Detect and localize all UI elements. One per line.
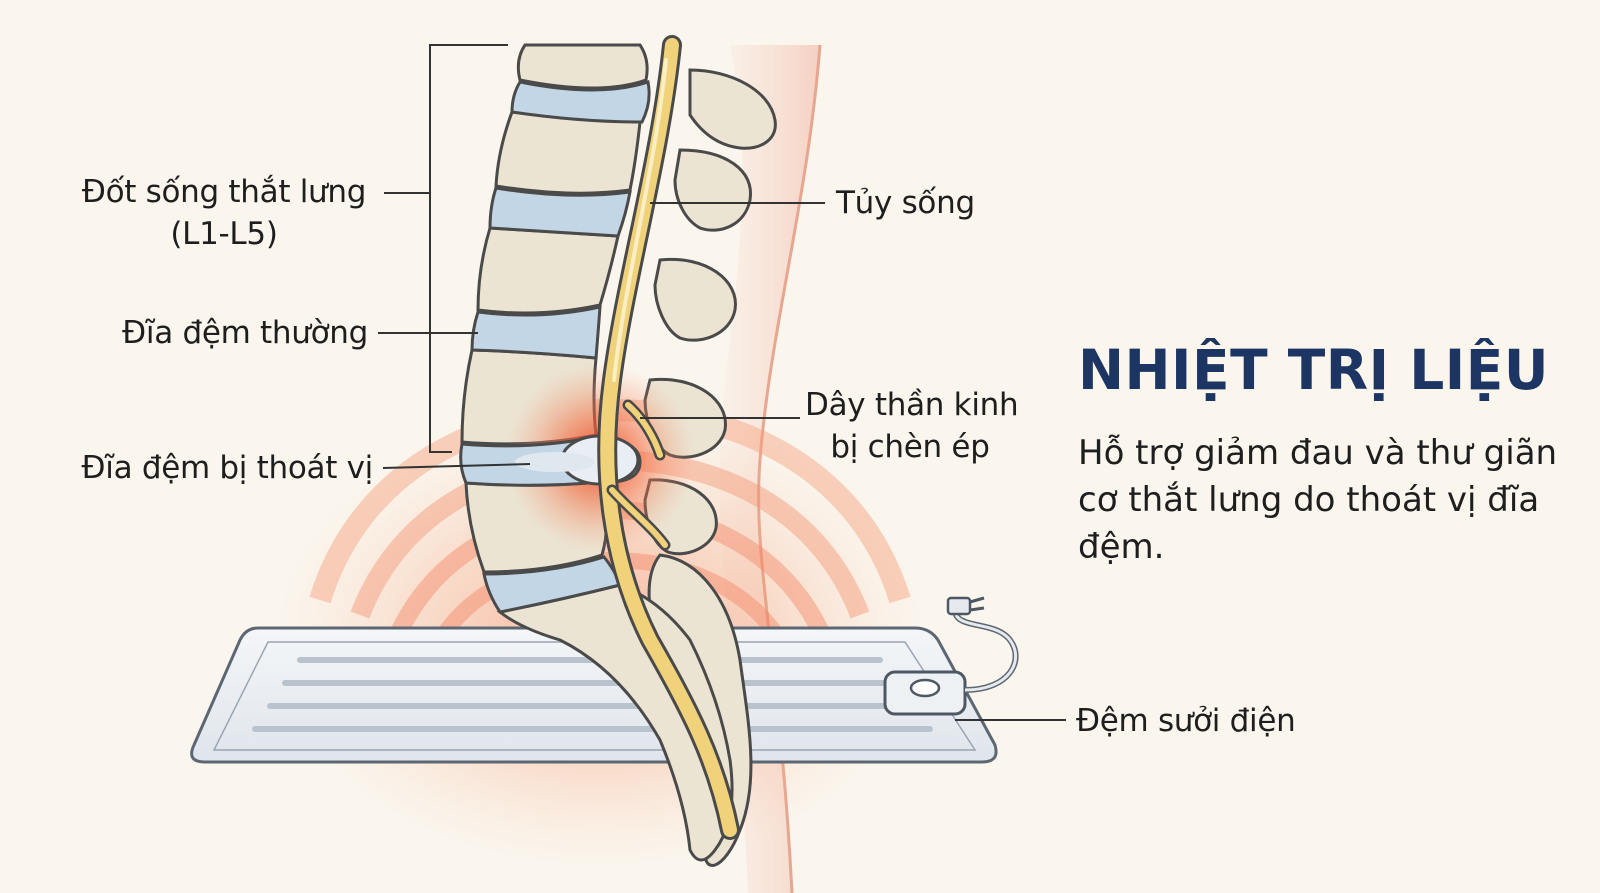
label-lumbar-vertebrae-line2: (L1-L5) bbox=[170, 216, 278, 252]
leader-lines bbox=[378, 44, 1066, 721]
bracket-lumbar bbox=[429, 44, 508, 453]
label-compressed-nerve: Dây thần kinh bị chèn ép bbox=[805, 384, 1019, 468]
label-lumbar-vertebrae-line1: Đốt sống thắt lưng bbox=[81, 174, 367, 210]
herniated-disc bbox=[459, 434, 642, 487]
heating-pad bbox=[190, 596, 1019, 764]
label-heating-pad: Đệm sưởi điện bbox=[1076, 703, 1296, 739]
compressed-nerve bbox=[606, 399, 671, 551]
label-spinal-cord: Tủy sống bbox=[836, 185, 975, 221]
label-compressed-nerve-line1: Dây thần kinh bbox=[805, 387, 1019, 423]
label-normal-disc: Đĩa đệm thường bbox=[122, 315, 368, 351]
description-text: Hỗ trợ giảm đau và thư giãn cơ thắt lưng… bbox=[1078, 433, 1558, 567]
page-title: NHIỆT TRỊ LIỆU bbox=[1078, 338, 1549, 402]
label-lumbar-vertebrae: Đốt sống thắt lưng (L1-L5) bbox=[74, 171, 374, 255]
normal-discs bbox=[470, 80, 651, 614]
power-plug-icon bbox=[946, 596, 985, 616]
leader-herniated-disc bbox=[382, 463, 531, 469]
pad-controller bbox=[883, 670, 967, 716]
spinal-cord bbox=[597, 35, 740, 840]
label-herniated-disc: Đĩa đệm bị thoát vị bbox=[81, 450, 374, 486]
label-compressed-nerve-line2: bị chèn ép bbox=[830, 429, 990, 465]
vertebral-bodies bbox=[460, 43, 734, 862]
